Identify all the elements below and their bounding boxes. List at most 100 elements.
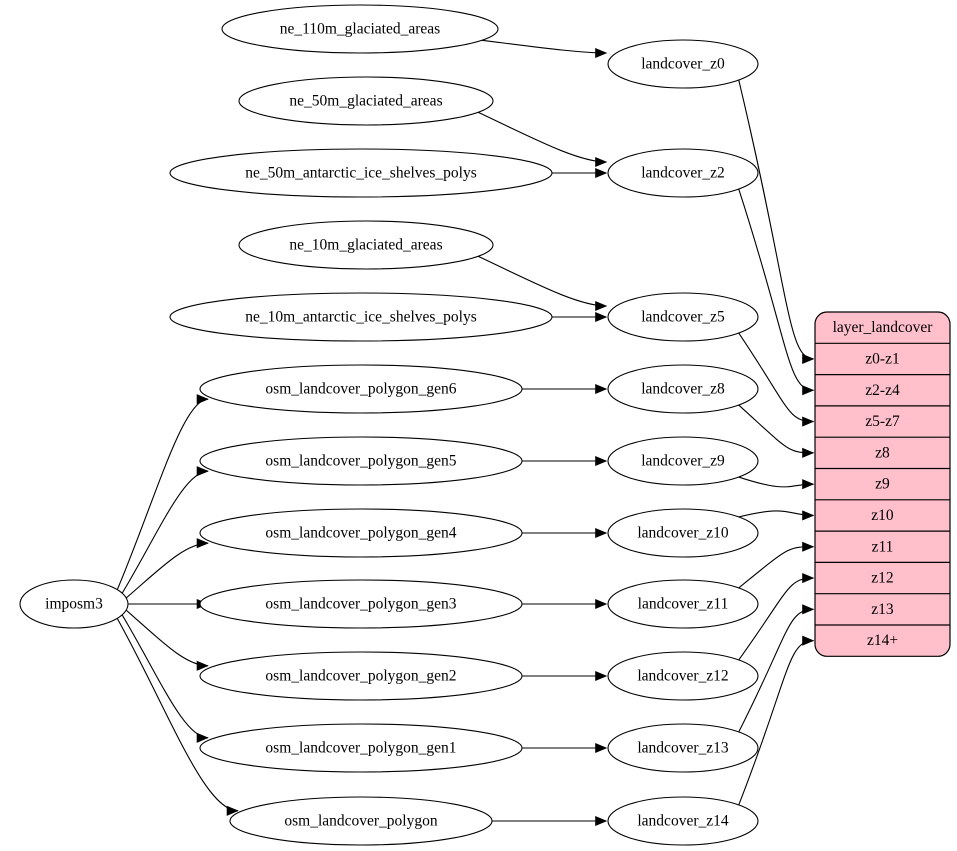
landcover-node-landcover_z5[interactable]: landcover_z5: [607, 292, 759, 342]
edge-arrowhead: [226, 805, 239, 816]
ne-node-ne_50m_glaciated_areas[interactable]: ne_50m_glaciated_areas: [238, 76, 494, 126]
edge-arrowhead: [802, 447, 815, 458]
landcover-node-landcover_z2[interactable]: landcover_z2: [607, 148, 759, 198]
edge-arrowhead: [595, 47, 608, 59]
landcover-node-landcover_z0[interactable]: landcover_z0: [607, 39, 759, 89]
node-shape: [607, 796, 759, 846]
node-shape: [607, 148, 759, 198]
edge-arrowhead: [802, 353, 815, 365]
edge-arrowhead: [595, 670, 608, 682]
edge-arrowhead: [802, 385, 815, 396]
node-shape: [607, 651, 759, 701]
edge-arrowhead: [595, 455, 608, 467]
node-shape: [229, 796, 493, 846]
node-label: landcover_z9: [641, 453, 725, 470]
node-label: landcover_z12: [637, 668, 728, 685]
table-row-label: z10: [871, 507, 894, 524]
edge-line: [125, 542, 209, 599]
edge-line: [116, 617, 239, 812]
node-label: osm_landcover_polygon_gen5: [265, 453, 456, 470]
node-label: ne_110m_glaciated_areas: [280, 21, 440, 38]
node-shape: [199, 651, 523, 701]
ne-node-ne_110m_glaciated_areas[interactable]: ne_110m_glaciated_areas: [221, 4, 499, 54]
edge-line: [477, 111, 607, 163]
edge-arrowhead: [595, 815, 608, 827]
node-shape: [607, 508, 759, 558]
node-label: landcover_z0: [641, 56, 725, 73]
node-label: osm_landcover_polygon_gen6: [265, 381, 456, 398]
node-shape: [199, 579, 523, 629]
table-row-label: z13: [871, 601, 894, 618]
node-label: ne_10m_antarctic_ice_shelves_polys: [245, 309, 477, 326]
node-shape: [169, 292, 553, 342]
edge-arrowhead: [802, 572, 815, 584]
edge-arrowhead: [595, 383, 608, 395]
ne-node-ne_10m_antarctic_ice_shelves_polys[interactable]: ne_10m_antarctic_ice_shelves_polys: [169, 292, 553, 342]
node-shape: [607, 364, 759, 414]
table-row-label: z12: [871, 570, 893, 587]
node-shape: [19, 579, 129, 629]
edge-arrowhead: [196, 732, 209, 743]
edge-arrowhead: [595, 167, 608, 179]
node-shape: [607, 292, 759, 342]
node-shape: [238, 76, 494, 126]
table-row-label: z0-z1: [865, 351, 899, 368]
node-shape: [199, 723, 523, 773]
edge-line: [121, 613, 209, 739]
node-shape: [199, 364, 523, 414]
node-label: osm_landcover_polygon_gen2: [265, 668, 456, 685]
osm-node-osm_landcover_polygon[interactable]: osm_landcover_polygon: [229, 796, 493, 846]
edge-line: [738, 332, 814, 423]
landcover-node-landcover_z10[interactable]: landcover_z10: [607, 508, 759, 558]
edges-layer: [116, 39, 815, 827]
osm-node-osm_landcover_polygon_gen5[interactable]: osm_landcover_polygon_gen5: [199, 436, 523, 486]
node-label: ne_50m_antarctic_ice_shelves_polys: [245, 165, 477, 182]
ne-node-ne_10m_glaciated_areas[interactable]: ne_10m_glaciated_areas: [238, 220, 494, 270]
node-label: osm_landcover_polygon_gen1: [265, 740, 456, 757]
source-node-imposm3[interactable]: imposm3: [19, 579, 129, 629]
node-shape: [238, 220, 494, 270]
landcover-node-landcover_z14[interactable]: landcover_z14: [607, 796, 759, 846]
landcover-node-landcover_z11[interactable]: landcover_z11: [607, 579, 759, 629]
node-label: landcover_z5: [641, 309, 725, 326]
node-label: landcover_z10: [637, 525, 728, 542]
node-label: osm_landcover_polygon: [284, 813, 438, 830]
table-row-label: z14+: [867, 632, 898, 649]
edge-arrowhead: [595, 300, 608, 312]
node-label: landcover_z13: [637, 740, 728, 757]
edge-arrowhead: [196, 466, 209, 477]
landcover-node-landcover_z12[interactable]: landcover_z12: [607, 651, 759, 701]
edge-arrowhead: [802, 479, 815, 490]
osm-node-osm_landcover_polygon_gen6[interactable]: osm_landcover_polygon_gen6: [199, 364, 523, 414]
node-label: imposm3: [45, 596, 103, 613]
node-shape: [607, 723, 759, 773]
osm-node-osm_landcover_polygon_gen3[interactable]: osm_landcover_polygon_gen3: [199, 579, 523, 629]
node-shape: [199, 436, 523, 486]
osm-node-osm_landcover_polygon_gen2[interactable]: osm_landcover_polygon_gen2: [199, 651, 523, 701]
ne-node-ne_50m_antarctic_ice_shelves_polys[interactable]: ne_50m_antarctic_ice_shelves_polys: [169, 148, 553, 198]
layer-landcover-table: layer_landcoverz0-z1z2-z4z5-z7z8z9z10z11…: [814, 311, 951, 657]
edge-arrowhead: [802, 510, 815, 521]
edge-arrowhead: [595, 311, 608, 323]
edge-line: [477, 255, 607, 307]
edge-arrowhead: [595, 598, 608, 610]
landcover-node-landcover_z8[interactable]: landcover_z8: [607, 364, 759, 414]
edge-arrowhead: [595, 527, 608, 539]
table-row-label: z11: [872, 538, 894, 555]
table-background: [814, 311, 951, 657]
edge-arrowhead: [595, 742, 608, 754]
edge-arrowhead: [802, 416, 815, 427]
node-label: landcover_z14: [637, 813, 728, 830]
edge-line: [116, 398, 209, 591]
osm-node-osm_landcover_polygon_gen1[interactable]: osm_landcover_polygon_gen1: [199, 723, 523, 773]
node-shape: [221, 4, 499, 54]
node-label: ne_50m_glaciated_areas: [289, 93, 442, 110]
edge-line: [481, 39, 607, 54]
landcover-node-landcover_z13[interactable]: landcover_z13: [607, 723, 759, 773]
edge-arrowhead: [595, 156, 608, 168]
landcover-node-landcover_z9[interactable]: landcover_z9: [607, 436, 759, 486]
node-shape: [607, 579, 759, 629]
osm-node-osm_landcover_polygon_gen4[interactable]: osm_landcover_polygon_gen4: [199, 508, 523, 558]
